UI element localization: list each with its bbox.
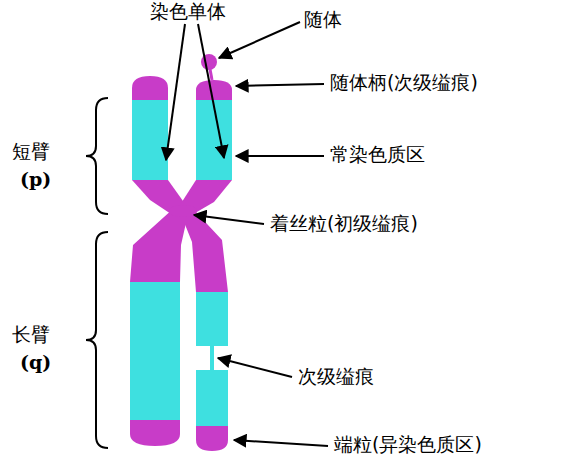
chromatid-label: 染色单体 <box>150 0 226 23</box>
satellite-label: 随体 <box>304 8 342 31</box>
centromere-label: 着丝粒(初级缢痕) <box>270 212 418 235</box>
right-chromatid <box>178 54 232 451</box>
left-chromatid <box>130 76 188 446</box>
telomere-label: 端粒(异染色质区) <box>334 433 482 456</box>
braces <box>86 98 108 448</box>
arm-label: 短臂 <box>12 140 50 163</box>
euchromatin-label: 常染色质区 <box>330 143 425 166</box>
arm-label: 长臂 <box>12 323 50 346</box>
arm-symbol: (q) <box>20 351 51 374</box>
centromere <box>169 205 197 217</box>
stalk-label: 随体柄(次级缢痕) <box>330 71 478 94</box>
constriction-label: 次级缢痕 <box>298 365 374 388</box>
arm-symbol: (p) <box>20 168 51 191</box>
